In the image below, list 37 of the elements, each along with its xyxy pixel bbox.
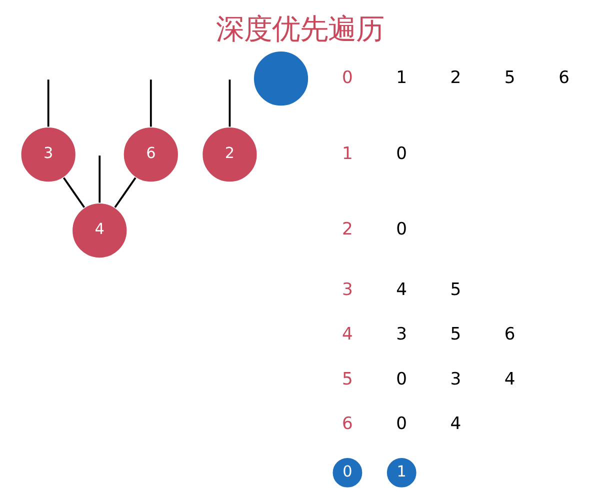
label: 5 xyxy=(504,68,516,88)
node-circle: 1 xyxy=(386,457,418,488)
node-circle: 3 xyxy=(20,126,76,183)
label: 2 xyxy=(342,220,353,240)
label: 4 xyxy=(450,414,462,434)
label: 6 xyxy=(504,324,516,345)
label: 0 xyxy=(342,68,353,88)
label: 6 xyxy=(342,414,353,434)
node-circle xyxy=(253,50,310,107)
connector xyxy=(62,177,86,208)
node-circle: 4 xyxy=(72,202,128,259)
label: 1 xyxy=(396,68,408,88)
connector xyxy=(228,80,231,127)
connector xyxy=(150,80,152,127)
label: 0 xyxy=(396,220,408,240)
label: 4 xyxy=(396,280,408,300)
connector xyxy=(47,80,50,127)
label: 5 xyxy=(450,280,462,300)
label: 5 xyxy=(342,369,353,390)
label: 6 xyxy=(558,68,570,88)
label: 0 xyxy=(396,144,408,164)
label: 2 xyxy=(450,68,462,88)
label: 3 xyxy=(450,369,462,390)
label: 0 xyxy=(396,369,408,390)
node-circle: 0 xyxy=(332,457,364,488)
diagram-title: 深度优先遍历 xyxy=(216,12,384,46)
label: 4 xyxy=(504,369,516,390)
connector xyxy=(114,177,136,208)
node-circle: 6 xyxy=(122,126,179,183)
label: 0 xyxy=(396,414,408,434)
label: 3 xyxy=(342,280,353,300)
node-circle: 2 xyxy=(202,126,258,183)
connector xyxy=(98,156,101,203)
label: 4 xyxy=(342,324,353,345)
label: 3 xyxy=(396,324,408,345)
label: 1 xyxy=(342,144,353,164)
label: 5 xyxy=(450,324,462,345)
